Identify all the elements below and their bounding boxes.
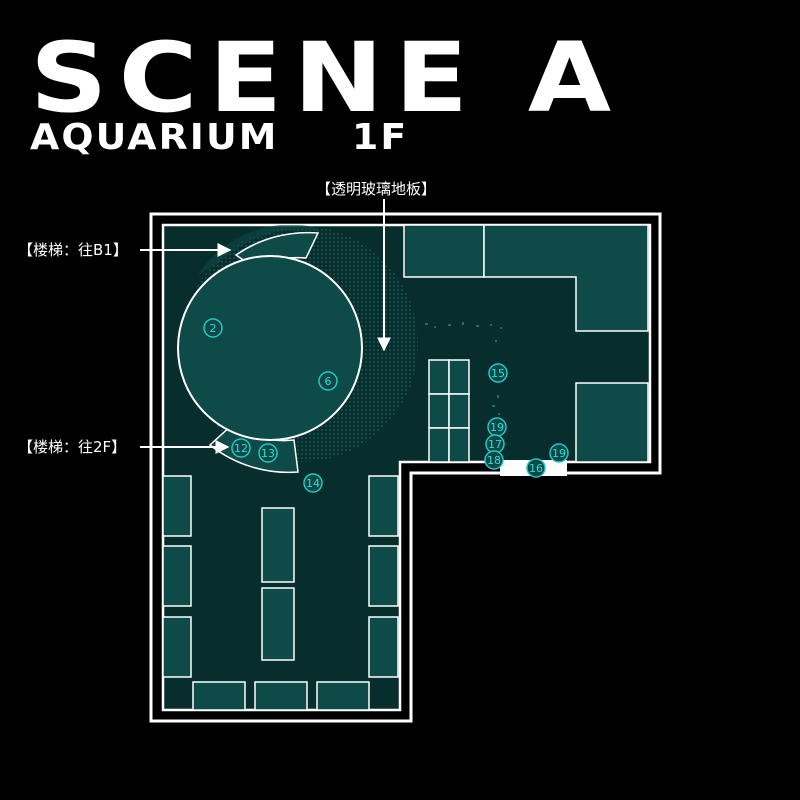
exhibit-marker-label: 2 <box>210 322 217 335</box>
exhibit-marker-19[interactable]: 19 <box>487 417 507 437</box>
stairs-2f-label: 【楼梯：往2F】 <box>18 438 127 456</box>
tank-top-2 <box>483 224 649 332</box>
left-tanks <box>162 475 192 678</box>
exhibit-marker-16[interactable]: 16 <box>526 458 546 478</box>
exhibit-marker-15[interactable]: 15 <box>488 363 508 383</box>
exhibit-marker-label: 15 <box>491 367 505 380</box>
exhibit-marker-label: 12 <box>234 442 248 455</box>
main-tank <box>177 255 363 441</box>
tank-top-1 <box>403 224 485 278</box>
exhibit-marker-label: 17 <box>488 438 502 451</box>
venue-subtitle: AQUARIUM 1F <box>30 120 408 156</box>
exhibit-marker-label: 13 <box>261 447 275 460</box>
glass-floor-label: 【透明玻璃地板】 <box>316 180 437 198</box>
exhibit-marker-18[interactable]: 18 <box>484 450 504 470</box>
display-shelf <box>428 359 470 463</box>
venue-name: AQUARIUM <box>30 117 279 158</box>
tank-right <box>575 382 649 463</box>
exhibit-marker-label: 18 <box>487 454 501 467</box>
exhibit-marker-label: 19 <box>490 421 504 434</box>
exhibit-marker-17[interactable]: 17 <box>485 434 505 454</box>
center-tanks <box>261 507 295 661</box>
exhibit-marker-12[interactable]: 12 <box>231 438 251 458</box>
exhibit-marker-19[interactable]: 19 <box>549 443 569 463</box>
scene-title: SCENE A <box>30 22 623 134</box>
exhibit-marker-13[interactable]: 13 <box>258 443 278 463</box>
bottom-tanks <box>192 681 370 711</box>
exhibit-marker-label: 14 <box>306 477 320 490</box>
exhibit-marker-2[interactable]: 2 <box>203 318 223 338</box>
outer-wall <box>149 212 662 723</box>
exhibit-marker-14[interactable]: 14 <box>303 473 323 493</box>
stairs-b1-label: 【楼梯：往B1】 <box>18 241 128 259</box>
right-tanks <box>368 475 399 678</box>
floor-label: 1F <box>351 117 409 158</box>
exhibit-marker-6[interactable]: 6 <box>318 371 338 391</box>
exhibit-marker-label: 16 <box>529 462 543 475</box>
exhibit-marker-label: 19 <box>552 447 566 460</box>
exhibit-marker-label: 6 <box>325 375 332 388</box>
